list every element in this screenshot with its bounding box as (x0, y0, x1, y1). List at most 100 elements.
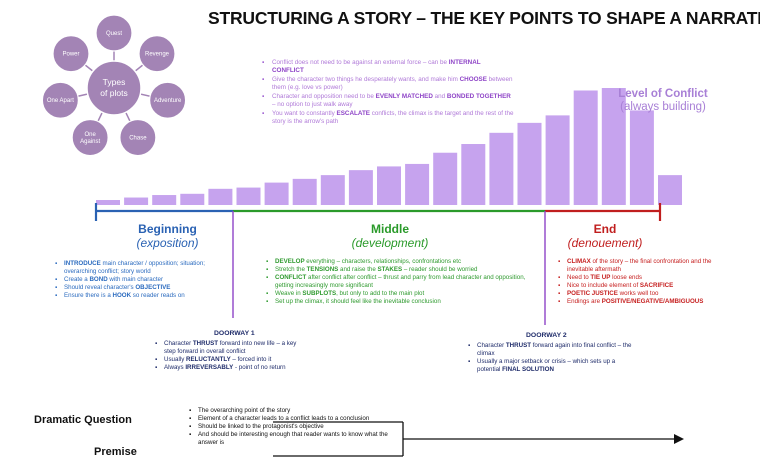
list-item: Conflict does not need to be against an … (262, 59, 514, 75)
body-text: Weave in (275, 290, 303, 297)
emphasis-text: TIE UP (590, 274, 611, 281)
conflict-bar-18 (573, 90, 598, 205)
list-item: You want to constantly ESCALATE conflict… (262, 110, 514, 126)
list-item: Stretch the TENSIONS and raise the STAKE… (266, 266, 528, 274)
list-item: CONFLICT after conflict after conflict –… (266, 274, 528, 290)
conflict-bar-16 (517, 122, 542, 205)
emphasis-text: STAKES (377, 266, 403, 273)
emphasis-text: CHOOSE (459, 75, 487, 83)
emphasis-text: EVENLY MATCHED (375, 92, 433, 100)
conflict-bar-5 (208, 188, 233, 205)
list-item: Endings are POSITIVE/NEGATIVE/AMBIGUOUS (558, 298, 733, 306)
level-of-conflict-label: Level of Conflict (always building) (611, 88, 715, 114)
emphasis-text: BOND (89, 276, 108, 283)
body-text: and raise the (338, 266, 378, 273)
conflict-bar-19 (601, 88, 626, 205)
body-text: Character (164, 340, 193, 347)
list-item: POETIC JUSTICE works well too (558, 290, 733, 298)
plot-label-revenge: Revenge (145, 52, 170, 58)
conflict-notes-list: Conflict does not need to be against an … (262, 59, 514, 127)
conflict-bar-7 (264, 182, 289, 205)
stage-middle-sub: (development) (351, 236, 429, 250)
list-item: Usually a major setback or crisis – whic… (468, 358, 633, 374)
conflict-bar-15 (489, 132, 514, 205)
plot-petal-chase (119, 118, 157, 157)
list-item: DEVELOP everything – characters, relatio… (266, 258, 528, 266)
stage-beginning-name: Beginning (138, 222, 197, 236)
list-item: Always IRREVERSABLY - point of no return (155, 364, 305, 372)
conflict-bar-8 (292, 178, 317, 205)
body-text: , but only to add to the main plot (336, 290, 425, 297)
emphasis-text: OBJECTIVE (135, 284, 171, 291)
plot-label-one-against-0: One (84, 132, 96, 138)
list-item: Need to TIE UP loose ends (558, 274, 733, 282)
conflict-bar-17 (545, 115, 570, 205)
beginning-bullets: INTRODUCE main character / opposition; s… (55, 260, 230, 300)
body-text: after conflict after conflict – thrust a… (275, 274, 526, 289)
list-item: Character THRUST forward again into fina… (468, 342, 633, 358)
body-text: Character and opposition need to be (272, 92, 376, 100)
emphasis-text: HOOK (112, 292, 132, 299)
stage-middle: Middle (development) (300, 222, 480, 250)
body-text: Create a (64, 276, 90, 283)
plot-label-one-against-1: Against (80, 139, 100, 145)
emphasis-text: DEVELOP (275, 258, 305, 265)
emphasis-text: INTERNAL CONFLICT (272, 59, 481, 75)
stage-end-name: End (593, 222, 617, 236)
dramatic-question-label: Dramatic Question (34, 414, 132, 426)
plot-petal-one-against (71, 118, 109, 157)
list-item: Weave in SUBPLOTS, but only to add to th… (266, 290, 528, 298)
emphasis-text: THRUST (505, 342, 531, 349)
stage-end-sub: (denouement) (567, 236, 643, 250)
body-text: and (432, 92, 447, 100)
emphasis-text: ESCALATE (336, 109, 370, 117)
body-text: main character / opposition; situation; … (64, 260, 205, 275)
body-text: Character (477, 342, 506, 349)
body-text: - point of no return (233, 364, 286, 371)
doorway1-title: DOORWAY 1 (214, 330, 255, 337)
stage-end: End (denouement) (555, 222, 655, 250)
body-text: Element of a character leads to a confli… (198, 415, 370, 422)
emphasis-text: SACRIFICE (639, 282, 674, 289)
end-bullets: CLIMAX of the story – the final confront… (558, 258, 733, 306)
page-title: STRUCTURING A STORY – THE KEY POINTS TO … (208, 8, 760, 28)
emphasis-text: IRREVERSABLY (185, 364, 234, 371)
list-item: Ensure there is a HOOK so reader reads o… (55, 292, 230, 300)
list-item: Nice to include element of SACRIFICE (558, 282, 733, 290)
emphasis-text: POSITIVE/NEGATIVE/AMBIGUOUS (601, 298, 704, 305)
body-text: Set up the climax, it should feel like t… (275, 298, 441, 305)
dramatic-question-bullets: The overarching point of the storyElemen… (189, 407, 395, 447)
conflict-bar-12 (405, 163, 430, 205)
level-of-conflict-subtitle: (always building) (620, 101, 706, 113)
list-item: Set up the climax, it should feel like t… (266, 298, 528, 306)
plot-petal-one-apart (41, 81, 79, 119)
conflict-bar-10 (348, 170, 373, 205)
list-item: Should be linked to the protagonist's ob… (189, 423, 395, 431)
stage-beginning: Beginning (exposition) (100, 222, 235, 250)
body-text: Usually (164, 356, 187, 363)
body-text: between them (e.g. love vs power) (272, 75, 513, 92)
body-text: – forced into it (230, 356, 272, 363)
middle-bullets: DEVELOP everything – characters, relatio… (266, 258, 528, 306)
body-text: everything – characters, relationships, … (304, 258, 462, 265)
doorway1-bullets: Character THRUST forward into new life –… (155, 340, 305, 372)
body-text: And should be interesting enough that re… (198, 431, 388, 446)
emphasis-text: POETIC JUSTICE (567, 290, 618, 297)
body-text: Should be linked to the protagonist's ob… (198, 423, 324, 430)
list-item: INTRODUCE main character / opposition; s… (55, 260, 230, 276)
conflict-bar-1 (96, 200, 120, 205)
body-text: forward again into final conflict – the … (477, 342, 632, 357)
doorway2-title: DOORWAY 2 (526, 332, 567, 339)
emphasis-text: CONFLICT (275, 274, 307, 281)
body-text: – reader should be worried (402, 266, 478, 273)
body-text: with main character (107, 276, 164, 283)
plot-label-one-apart: One Apart (47, 98, 74, 104)
emphasis-text: TENSIONS (306, 266, 339, 273)
plot-label-adventure: Adventure (154, 98, 182, 104)
body-text: Give the character two things he despera… (272, 75, 460, 83)
conflict-bar-6 (236, 187, 261, 205)
emphasis-text: BONDED TOGETHER (446, 92, 511, 100)
emphasis-text: THRUST (192, 340, 218, 347)
